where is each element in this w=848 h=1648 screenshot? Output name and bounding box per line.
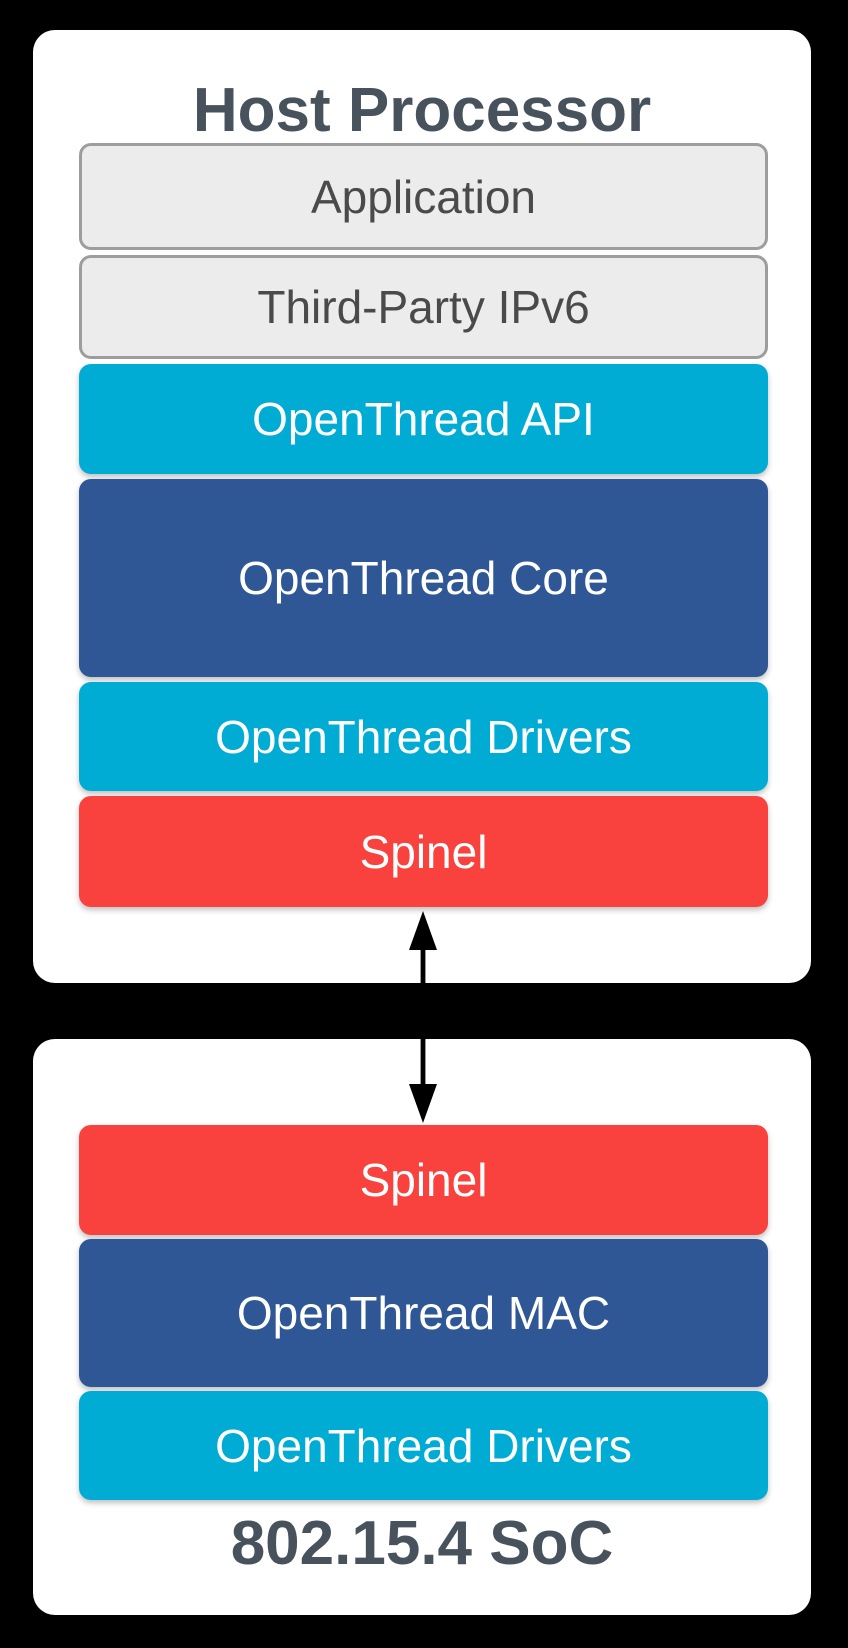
layer-application: Application (79, 143, 768, 250)
soc-title: 802.15.4 SoC (230, 1509, 614, 1578)
layer-openthread-api: OpenThread API (79, 364, 768, 474)
layer-openthread-core: OpenThread Core (79, 479, 768, 677)
layer-spinel-host: Spinel (79, 796, 768, 907)
spinel-link-arrow-icon (409, 911, 437, 1123)
layer-spinel-soc: Spinel (79, 1125, 768, 1235)
soc-box: Spinel OpenThread MAC OpenThread Drivers… (33, 1039, 811, 1615)
host-processor-box: Host Processor Application Third-Party I… (33, 30, 811, 983)
layer-openthread-drivers-soc: OpenThread Drivers (79, 1391, 768, 1500)
soc-layer-stack: Spinel OpenThread MAC OpenThread Drivers (79, 1125, 768, 1500)
layer-third-party-ipv6: Third-Party IPv6 (79, 255, 768, 359)
host-processor-title: Host Processor (192, 76, 652, 145)
layer-openthread-drivers-host: OpenThread Drivers (79, 682, 768, 791)
host-processor-layer-stack: Application Third-Party IPv6 OpenThread … (79, 143, 768, 907)
layer-openthread-mac: OpenThread MAC (79, 1239, 768, 1387)
